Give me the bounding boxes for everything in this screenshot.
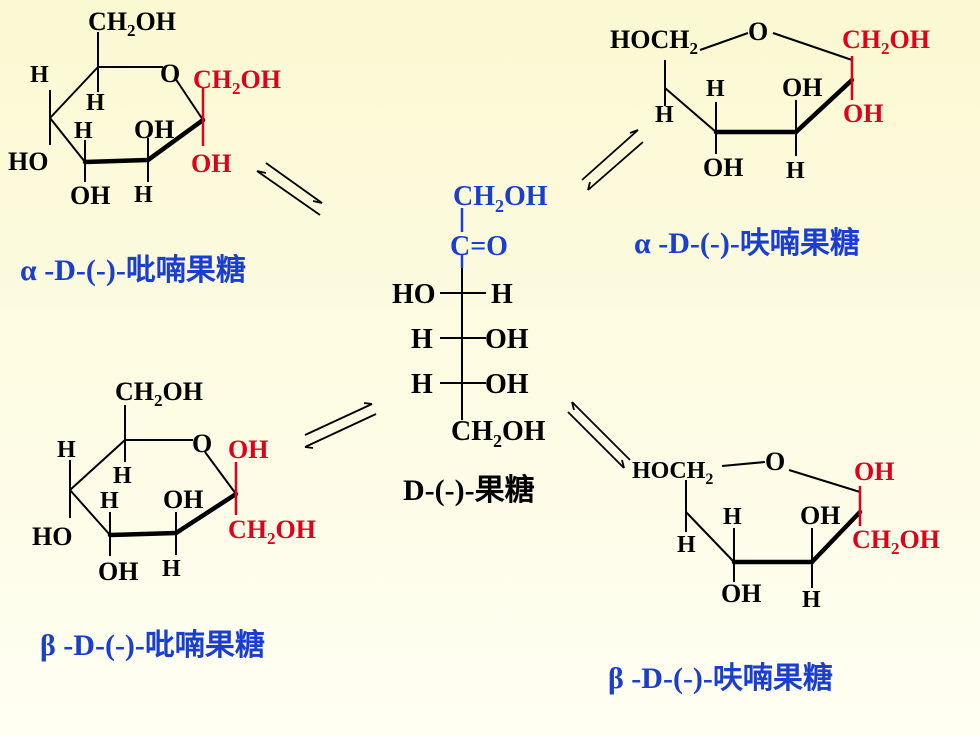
open-chain-h: H xyxy=(411,369,433,400)
equilibrium-arrow-beta-pyranose xyxy=(304,402,377,449)
caption-beta-pyranose: β -D-(-)-吡喃果糖 xyxy=(40,629,265,662)
beta-fur-h: H xyxy=(723,504,742,530)
open-chain-oh: OH xyxy=(485,324,529,355)
alpha-pyr-c6-ch2oh: CH2OH xyxy=(88,7,176,40)
beta-pyr-h: H xyxy=(113,463,132,489)
open-chain-c6-ch2oh: CH2OH xyxy=(451,416,546,451)
beta-pyr-oh: OH xyxy=(98,557,138,586)
alpha-fur-oh: OH xyxy=(703,153,743,182)
alpha-fur-hoch2: HOCH2 xyxy=(610,25,698,58)
alpha-pyr-oh: OH xyxy=(70,181,110,210)
beta-pyr-h: H xyxy=(162,556,181,582)
open-chain-oh: OH xyxy=(485,369,529,400)
open-chain-c1-ch2oh: CH2OH xyxy=(453,181,548,216)
beta-fur-h: H xyxy=(677,532,696,558)
alpha-fur-anomeric-ch2oh: CH2OH xyxy=(842,25,930,58)
beta-pyr-anomeric-oh: OH xyxy=(228,435,268,464)
alpha-pyr-ho: HO xyxy=(8,147,48,176)
alpha-fur-h: H xyxy=(786,158,805,184)
beta-pyr-h: H xyxy=(100,488,119,514)
beta-pyr-anomeric-ch2oh: CH2OH xyxy=(228,515,316,548)
alpha-fur-anomeric-oh: OH xyxy=(843,99,883,128)
alpha-pyr-anomeric-oh: OH xyxy=(191,149,231,178)
open-chain-h: H xyxy=(411,324,433,355)
alpha-pyranose-structure: CH2OH O CH2OH OH H H HO H OH OH H xyxy=(8,7,281,210)
beta-fur-oh: OH xyxy=(721,579,761,608)
alpha-furanose-structure: HOCH2 O CH2OH OH H H OH OH H xyxy=(610,17,930,184)
alpha-pyr-h: H xyxy=(30,62,49,88)
alpha-fur-h: H xyxy=(706,76,725,102)
beta-furanose-structure: HOCH2 O OH CH2OH H H OH OH H xyxy=(632,447,940,613)
alpha-fur-h: H xyxy=(655,102,674,128)
alpha-fur-ring-oxygen: O xyxy=(748,17,768,46)
alpha-pyr-h: H xyxy=(74,118,93,144)
open-chain-fischer-projection: CH2OH C=O HO H H OH H OH CH2OH xyxy=(392,181,548,451)
beta-pyr-oh: OH xyxy=(163,485,203,514)
caption-alpha-furanose: α -D-(-)-呋喃果糖 xyxy=(634,227,860,260)
alpha-pyr-h: H xyxy=(134,182,153,208)
beta-fur-anomeric-ch2oh: CH2OH xyxy=(852,525,940,558)
caption-beta-furanose: β -D-(-)-呋喃果糖 xyxy=(608,662,833,695)
caption-open-chain: D-(-)-果糖 xyxy=(403,474,535,507)
beta-fur-oh: OH xyxy=(800,501,840,530)
beta-fur-h: H xyxy=(802,587,821,613)
beta-fur-ring-oxygen: O xyxy=(765,447,785,476)
beta-pyr-ring-oxygen: O xyxy=(192,429,212,458)
open-chain-ho: HO xyxy=(392,279,436,310)
alpha-pyr-ring-oxygen: O xyxy=(160,59,180,88)
beta-pyr-c6-ch2oh: CH2OH xyxy=(115,377,203,410)
equilibrium-arrow-alpha-pyranose xyxy=(256,162,323,216)
beta-fur-anomeric-oh: OH xyxy=(854,457,894,486)
beta-fur-hoch2: HOCH2 xyxy=(632,458,713,488)
alpha-fur-oh: OH xyxy=(782,73,822,102)
beta-pyr-ho: HO xyxy=(32,522,72,551)
open-chain-h: H xyxy=(491,279,513,310)
open-chain-carbonyl: C=O xyxy=(450,231,508,262)
beta-pyranose-structure: CH2OH O OH CH2OH H H HO H OH OH H xyxy=(32,377,316,586)
equilibrium-arrow-beta-furanose xyxy=(567,401,631,469)
beta-pyr-h: H xyxy=(57,437,76,463)
alpha-pyr-oh: OH xyxy=(134,115,174,144)
caption-alpha-pyranose: α -D-(-)-吡喃果糖 xyxy=(20,254,246,287)
equilibrium-arrow-alpha-furanose xyxy=(581,129,644,191)
alpha-pyr-h: H xyxy=(86,90,105,116)
alpha-pyr-anomeric-ch2oh: CH2OH xyxy=(193,65,281,98)
